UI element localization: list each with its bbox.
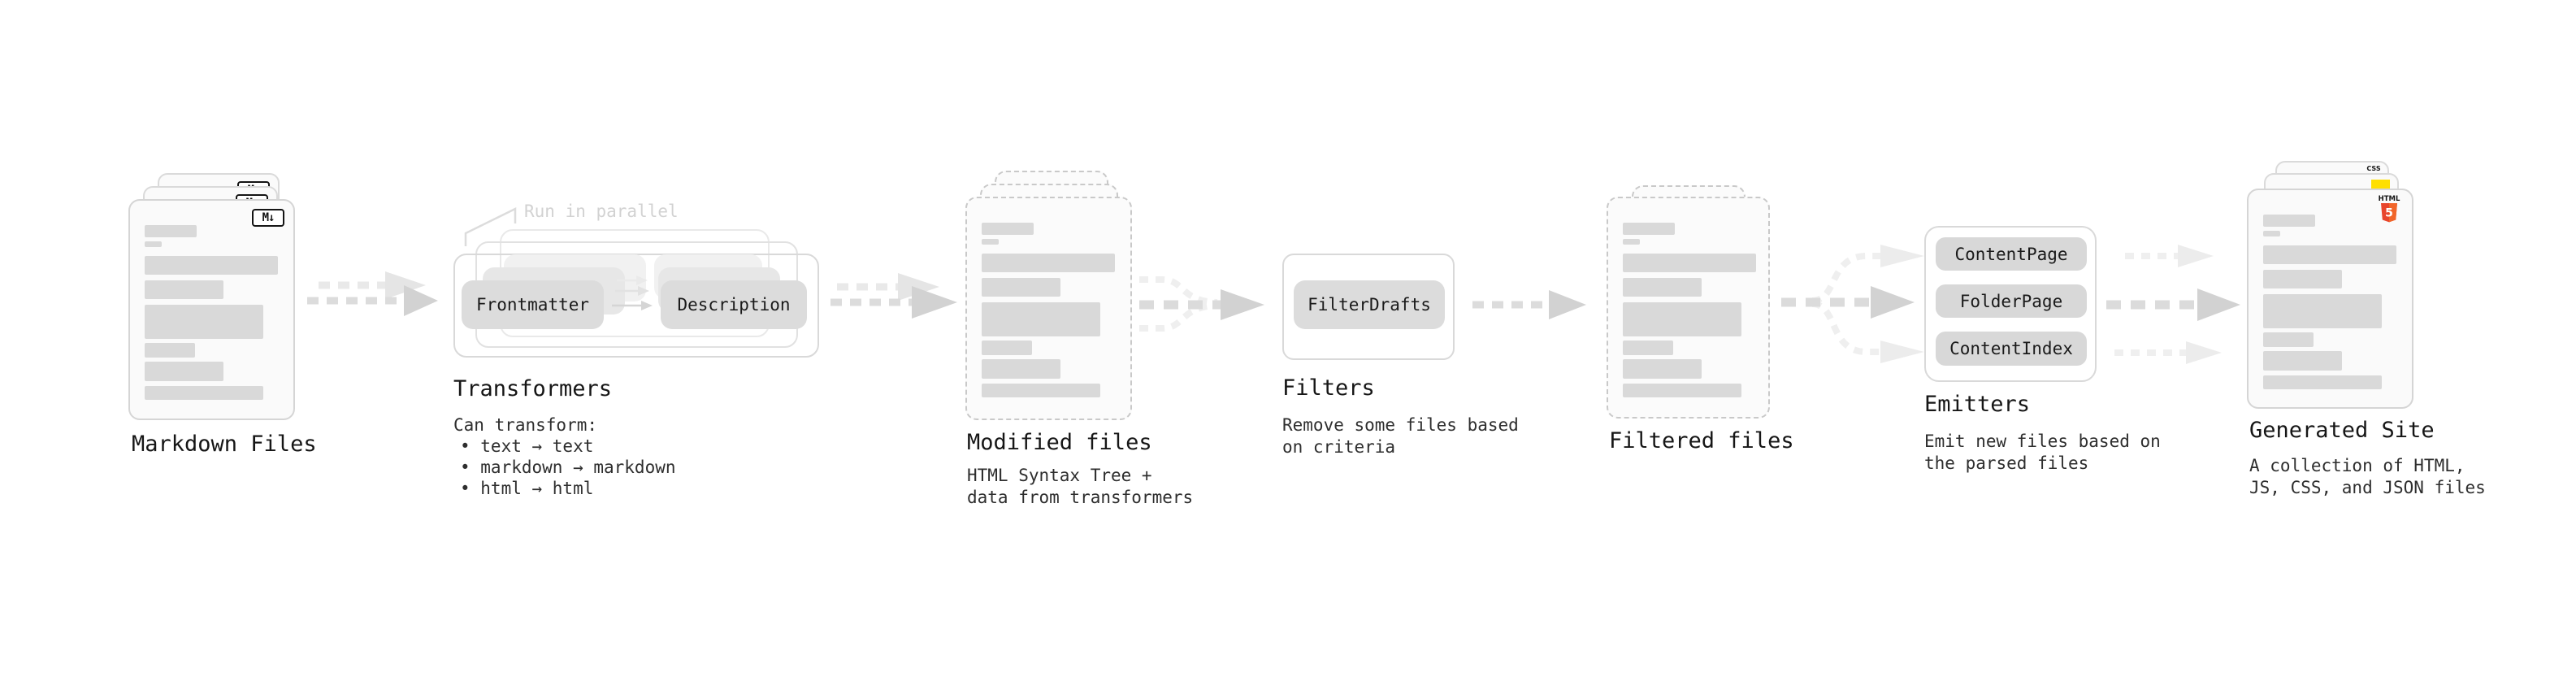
filtered-file-card-front — [1607, 197, 1770, 419]
js-icon — [2371, 180, 2390, 189]
flow-arrow-modified-to-filters — [1139, 276, 1264, 332]
flow-arrow-filtered-to-emitters — [1781, 245, 1924, 363]
emitters-description-line: Emit new files based on — [1924, 432, 2161, 451]
emitter-pill-contentpage: ContentPage — [1936, 237, 2087, 271]
transformer-button-frontmatter: Frontmatter — [462, 280, 604, 329]
document-text-lines — [1623, 223, 1756, 397]
text-line-bar — [145, 280, 223, 299]
emitter-pill-folderpage: FolderPage — [1936, 284, 2087, 318]
stage-label-generated-site: Generated Site — [2249, 418, 2435, 443]
text-line-bar — [1623, 239, 1641, 245]
text-line-bar — [145, 343, 196, 358]
text-line-bar — [982, 340, 1033, 355]
transformers-description-line: Can transform: — [453, 415, 598, 435]
generated-file-card-html: HTML 5 — [2247, 189, 2413, 409]
stage-label-markdown-files: Markdown Files — [132, 432, 317, 457]
text-line-bar — [145, 225, 197, 237]
html5-icon: HTML 5 — [2379, 195, 2400, 223]
text-line-bar — [982, 302, 1100, 336]
markdown-file-card-front: M↓ — [128, 199, 295, 420]
filters-description-line: Remove some files based — [1282, 415, 1519, 435]
stage-label-transformers: Transformers — [453, 376, 613, 401]
transformers-description-line: • markdown → markdown — [460, 458, 676, 477]
text-line-bar — [982, 254, 1115, 272]
text-line-bar — [2263, 231, 2281, 236]
text-line-bar — [1623, 359, 1702, 379]
text-line-bar — [145, 362, 223, 381]
text-line-bar — [145, 305, 263, 339]
generated-site-description-line: JS, CSS, and JSON files — [2249, 478, 2486, 497]
flow-arrow-markdown-to-transformers — [307, 271, 438, 316]
emitter-pill-contentindex: ContentIndex — [1936, 332, 2087, 366]
text-line-bar — [145, 256, 278, 275]
stage-label-emitters: Emitters — [1924, 392, 2031, 417]
text-line-bar — [2263, 332, 2314, 347]
emitters-description-line: the parsed files — [1924, 453, 2089, 473]
text-line-bar — [982, 239, 1000, 245]
modified-file-card-front — [965, 197, 1132, 420]
text-line-bar — [2263, 245, 2396, 264]
document-text-lines — [145, 225, 278, 400]
flow-arrow-filters-to-filtered — [1472, 290, 1586, 319]
text-line-bar — [1623, 340, 1674, 355]
text-line-bar — [2263, 351, 2342, 371]
transformers-description-line: • text → text — [460, 436, 594, 456]
text-line-bar — [982, 278, 1060, 297]
stage-label-filters: Filters — [1282, 375, 1375, 401]
filter-button-filterdrafts: FilterDrafts — [1294, 280, 1445, 329]
text-line-bar — [1623, 384, 1741, 397]
text-line-bar — [982, 384, 1100, 397]
document-text-lines — [2263, 215, 2396, 389]
text-line-bar — [2263, 270, 2342, 288]
text-line-bar — [2263, 215, 2315, 227]
text-line-bar — [145, 241, 163, 247]
text-line-bar — [1623, 302, 1741, 336]
stage-label-modified-files: Modified files — [967, 430, 1152, 455]
text-line-bar — [982, 359, 1060, 379]
text-line-bar — [1623, 254, 1756, 272]
text-line-bar — [145, 386, 263, 400]
transformers-description-line: • html → html — [460, 479, 594, 498]
filters-description-line: on criteria — [1282, 437, 1396, 457]
stage-label-filtered-files: Filtered files — [1609, 428, 1794, 453]
flow-arrow-transformers-to-modified — [830, 273, 957, 319]
document-text-lines — [982, 223, 1115, 397]
transformer-button-description: Description — [661, 280, 807, 329]
run-in-parallel-annotation: Run in parallel — [524, 202, 679, 221]
modified-files-description-line: data from transformers — [967, 488, 1194, 507]
svg-text:HTML: HTML — [2379, 195, 2400, 203]
svg-text:5: 5 — [2385, 207, 2393, 220]
flow-arrow-emitters-to-generated — [2106, 245, 2240, 364]
text-line-bar — [1623, 278, 1702, 297]
modified-files-description-line: HTML Syntax Tree + — [967, 466, 1152, 485]
markdown-icon: M↓ — [252, 209, 284, 227]
text-line-bar — [2263, 375, 2382, 389]
text-line-bar — [2263, 294, 2382, 328]
text-line-bar — [982, 223, 1034, 235]
text-line-bar — [1623, 223, 1675, 235]
generated-site-description-line: A collection of HTML, — [2249, 456, 2465, 475]
